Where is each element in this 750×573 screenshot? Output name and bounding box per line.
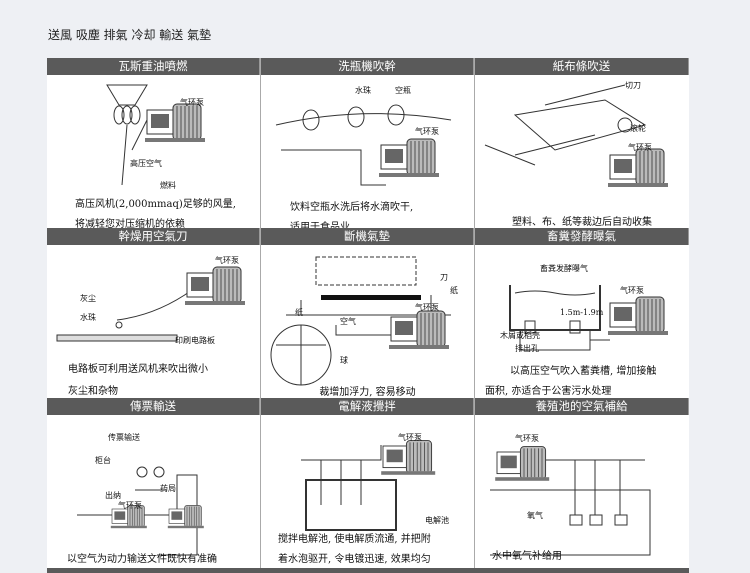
diagram-label: 燃料 — [160, 181, 176, 190]
cell-caption: 以高压空气吹入蓄粪槽, 增加接触 — [510, 366, 657, 377]
diagram-label: 气环泵 — [415, 303, 439, 312]
diagram-cutter-air-cushion — [270, 256, 451, 386]
blower-icon — [381, 440, 436, 475]
diagram-label: 印刷电路板 — [175, 336, 215, 345]
cell-caption: 饮料空瓶水洗后将水滴吹干, — [290, 202, 414, 213]
diagram-label: 电解池 — [425, 516, 449, 525]
diagram-label: 畜粪发酵曝气 — [540, 264, 588, 273]
diagram-aquaculture-aeration — [490, 446, 651, 556]
diagram-label: 切刀 — [625, 81, 641, 90]
blower-icon — [389, 310, 449, 349]
blower-icon — [608, 148, 668, 187]
diagram-label: 气环泵 — [398, 433, 422, 442]
blower-icon — [608, 296, 668, 335]
diagram-manure-aeration — [509, 285, 668, 351]
page-title: 送風 吸塵 排氣 冷却 輸送 氣墊 — [48, 28, 212, 42]
cell-header: 斷機氣墊 — [261, 228, 474, 245]
cell-caption: 高压风机(2,000mmaq)足够的风量, — [75, 199, 236, 210]
application-grid: 瓦斯重油噴燃气环泵高压空气燃料高压风机(2,000mmaq)足够的风量,将减轻您… — [47, 58, 689, 568]
cell-body: 畜粪发酵曝气气环泵 1.5m-1.9m 木屑或稻壳排出孔以高压空气吹入蓄粪槽, 增加… — [475, 245, 689, 398]
cell-body: 传票输送柜台出纳 药局气环泵以空气为动力输送文件既快有准确 — [47, 415, 260, 568]
cell-body: 气环泵灰尘水珠印刷电路板电路板可利用送风机来吹出微小灰尘和杂物 — [47, 245, 260, 398]
blower-icon — [167, 505, 204, 529]
cell-caption: 水中氧气补给用 — [492, 551, 562, 562]
cell-header: 電解液攪拌 — [261, 398, 474, 415]
diagram-label: 氧气 — [527, 511, 543, 520]
diagram-label: 气环泵 — [118, 501, 142, 510]
diagram-bottle-dryer — [275, 104, 452, 186]
diagram-label: 高压空气 — [130, 159, 162, 168]
cell-air-knife: 幹燥用空氣刀气环泵灰尘水珠印刷电路板电路板可利用送风机来吹出微小灰尘和杂物 — [47, 228, 261, 398]
cell-header: 紙布條吹送 — [475, 58, 689, 75]
cell-caption: 着水泡驱开, 令电镀迅速, 效果均匀 — [278, 554, 431, 565]
diagram-label: 灰尘 — [80, 294, 96, 303]
blower-icon — [145, 103, 205, 142]
blower-icon — [110, 505, 147, 529]
diagram-electrolyte-stirring — [301, 440, 436, 531]
cell-body: 气环泵高压空气燃料高压风机(2,000mmaq)足够的风量, 将减轻您对压缩机的依… — [47, 75, 260, 228]
cell-body: 气环泵电解池搅拌电解池, 使电解质流通, 并把附着水泡驱开, 令电镀迅速, 效果… — [261, 415, 474, 568]
diagram-gas-oil-burner — [106, 84, 205, 186]
cell-caption: 将减轻您对压缩机的依赖 — [75, 219, 185, 228]
diagram-label: 纸 — [295, 308, 303, 317]
diagram-paper-strip-conveyor — [484, 84, 668, 187]
diagram-label: 气环泵 — [415, 127, 439, 136]
diagram-label: 木屑或稻壳 — [500, 331, 540, 340]
diagram-label: 传票输送 — [108, 433, 140, 442]
bottom-bar — [47, 568, 689, 573]
diagram-air-knife — [56, 266, 245, 342]
cell-caption: 适用于食品业 — [290, 222, 350, 228]
diagram-label: 气环泵 — [215, 256, 239, 265]
diagram-label: 滚轮 — [630, 124, 646, 133]
cell-header: 瓦斯重油噴燃 — [47, 58, 260, 75]
diagram-label: 气环泵 — [628, 143, 652, 152]
cell-body: 刀纸气环泵纸空气球裁增加浮力, 容易移动 — [261, 245, 474, 398]
cell-header: 傳票輸送 — [47, 398, 260, 415]
cell-header: 洗瓶機吹幹 — [261, 58, 474, 75]
cell-caption: 搅拌电解池, 使电解质流通, 并把附 — [278, 534, 431, 545]
cell-caption: 裁增加浮力, 容易移动 — [319, 387, 416, 398]
blower-icon — [379, 138, 439, 177]
diagram-label: 刀 — [440, 273, 448, 282]
cell-header: 幹燥用空氣刀 — [47, 228, 260, 245]
cell-ticket-conveyor: 傳票輸送传票输送柜台出纳 药局气环泵以空气为动力输送文件既快有准确 — [47, 398, 261, 568]
blower-icon — [185, 266, 245, 305]
cell-paper-strip-conveyor: 紙布條吹送切刀滚轮气环泵塑料、布、纸等裁边后自动收集 — [475, 58, 689, 228]
cell-caption: 以空气为动力输送文件既快有准确 — [67, 554, 217, 565]
cell-header: 養殖池的空氣補給 — [475, 398, 689, 415]
diagram-ticket-conveyor — [77, 466, 204, 556]
cell-caption: 塑料、布、纸等裁边后自动收集 — [512, 217, 652, 228]
cell-aquaculture-aeration: 養殖池的空氣補給气环泵氧气水中氧气补给用 — [475, 398, 689, 568]
diagram-label: 柜台 — [95, 456, 111, 465]
diagram-label: 药局 — [160, 484, 176, 493]
cell-bottle-dryer: 洗瓶機吹幹水珠 空瓶气环泵饮料空瓶水洗后将水滴吹干, 适用于食品业 — [261, 58, 475, 228]
diagram-label: 1.5m-1.9m — [560, 308, 604, 317]
diagram-label: 水珠 — [80, 313, 96, 322]
cell-body: 水珠 空瓶气环泵饮料空瓶水洗后将水滴吹干, 适用于食品业 — [261, 75, 474, 228]
blower-icon — [495, 446, 550, 481]
cell-manure-aeration: 畜糞發酵曝氣畜粪发酵曝气气环泵 1.5m-1.9m 木屑或稻壳排出孔以高压空气吹入蓄… — [475, 228, 689, 398]
cell-body: 切刀滚轮气环泵塑料、布、纸等裁边后自动收集 — [475, 75, 689, 228]
diagram-label: 气环泵 — [620, 286, 644, 295]
cell-cutter-air-cushion: 斷機氣墊刀纸气环泵纸空气球裁增加浮力, 容易移动 — [261, 228, 475, 398]
diagram-label: 出纳 — [105, 491, 121, 500]
cell-caption: 电路板可利用送风机来吹出微小 — [68, 364, 208, 375]
diagram-label: 空气 — [340, 317, 356, 326]
diagram-label: 气环泵 — [180, 98, 204, 107]
cell-caption: 灰尘和杂物 — [68, 386, 118, 397]
cell-body: 气环泵氧气水中氧气补给用 — [475, 415, 689, 568]
diagram-label: 排出孔 — [515, 344, 539, 353]
diagram-label: 空瓶 — [395, 86, 411, 95]
cell-caption: 面积, 亦适合于公害污水处理 — [485, 386, 612, 397]
diagram-label: 水珠 — [355, 86, 371, 95]
cell-gas-oil-burner: 瓦斯重油噴燃气环泵高压空气燃料高压风机(2,000mmaq)足够的风量, 将减轻您… — [47, 58, 261, 228]
cell-electrolyte-stirring: 電解液攪拌气环泵电解池搅拌电解池, 使电解质流通, 并把附着水泡驱开, 令电镀迅… — [261, 398, 475, 568]
diagram-label: 气环泵 — [515, 434, 539, 443]
diagram-label: 球 — [340, 356, 348, 365]
diagram-label: 纸 — [450, 286, 458, 295]
cell-header: 畜糞發酵曝氣 — [475, 228, 689, 245]
